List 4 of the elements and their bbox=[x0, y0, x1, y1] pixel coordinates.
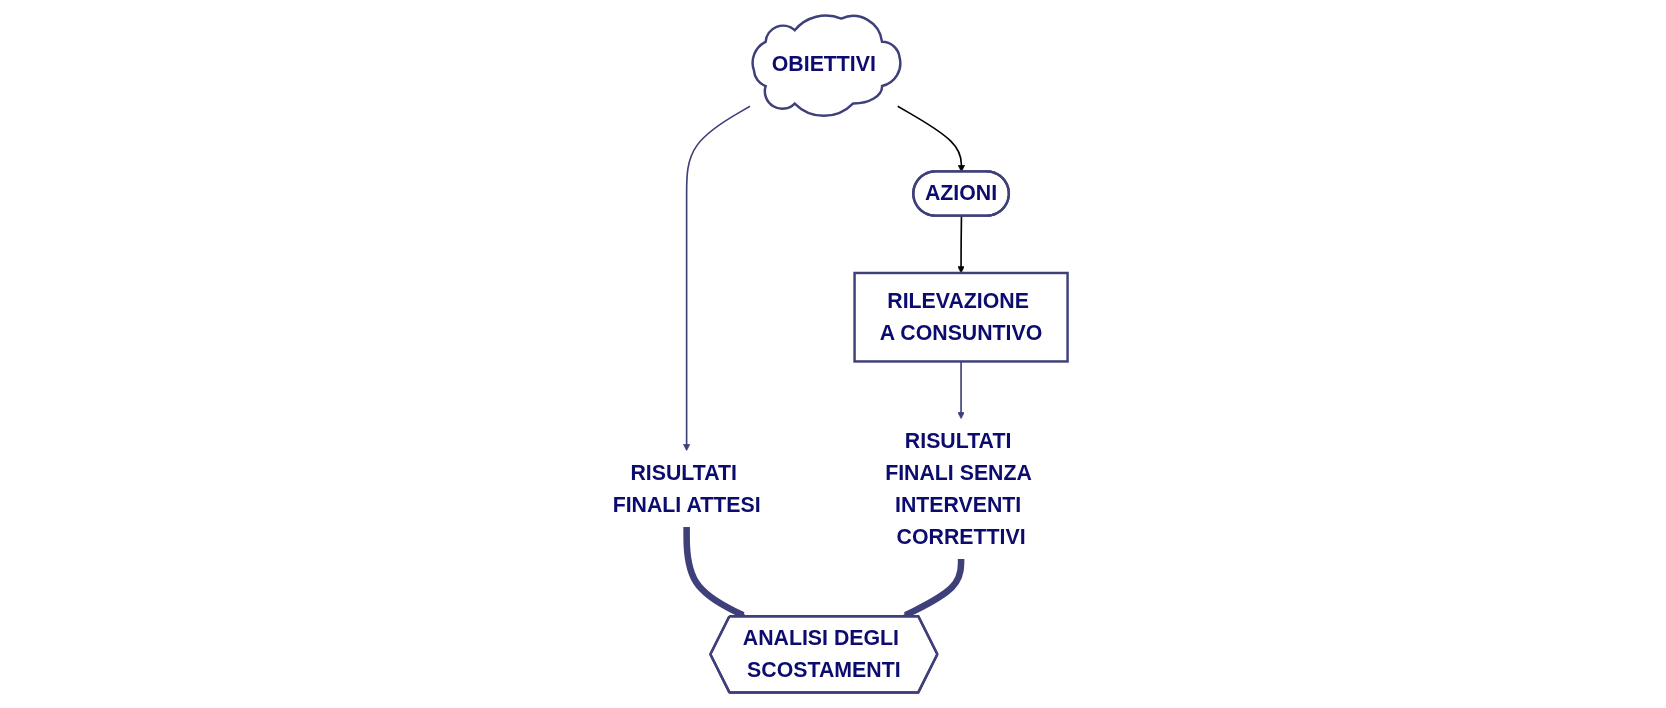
arrow bbox=[682, 105, 751, 452]
node-text: RISULTATI FINALI ATTESI bbox=[612, 460, 761, 517]
node-box: RILEVAZIONE A CONSUNTIVO bbox=[853, 271, 1069, 363]
node-text: RISULTATI FINALI SENZA INTERVENTI CORRETTIVI bbox=[885, 428, 1032, 549]
